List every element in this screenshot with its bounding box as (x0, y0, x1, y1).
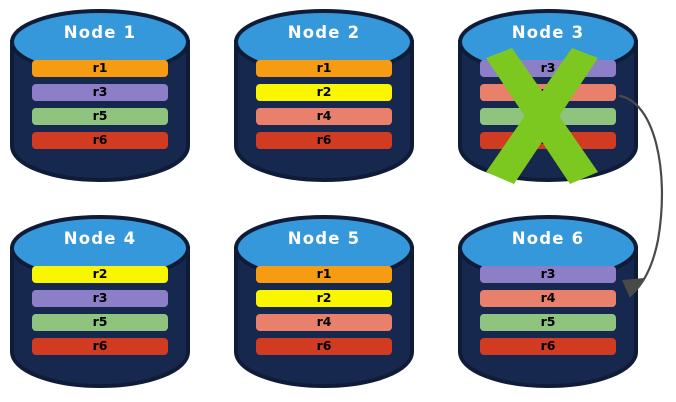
node-1-records: r1 r3 r5 r6 (32, 60, 168, 149)
node-6-records: r3 r4 r5 r6 (480, 266, 616, 355)
record-bar[interactable]: r4 (480, 290, 616, 307)
record-bar[interactable]: r3 (32, 290, 168, 307)
record-bar[interactable]: r4 (480, 84, 616, 101)
node-5[interactable]: Node 5 r1 r2 r4 r6 (232, 212, 416, 390)
node-4[interactable]: Node 4 r2 r3 r5 r6 (8, 212, 192, 390)
record-bar[interactable]: r6 (256, 132, 392, 149)
record-bar[interactable]: r3 (480, 266, 616, 283)
record-bar[interactable]: r5 (32, 314, 168, 331)
node-4-records: r2 r3 r5 r6 (32, 266, 168, 355)
record-bar[interactable]: r6 (32, 338, 168, 355)
record-bar[interactable]: r5 (480, 108, 616, 125)
record-bar[interactable]: r2 (256, 84, 392, 101)
record-bar[interactable]: r6 (480, 338, 616, 355)
record-bar[interactable]: r2 (256, 290, 392, 307)
node-5-records: r1 r2 r4 r6 (256, 266, 392, 355)
record-bar[interactable]: r4 (256, 314, 392, 331)
node-1[interactable]: Node 1 r1 r3 r5 r6 (8, 6, 192, 184)
record-bar[interactable]: r1 (256, 60, 392, 77)
record-bar[interactable]: r5 (32, 108, 168, 125)
node-3[interactable]: Node 3 r3 r4 r5 r6 (456, 6, 640, 184)
node-2[interactable]: Node 2 r1 r2 r4 r6 (232, 6, 416, 184)
record-bar[interactable]: r3 (480, 60, 616, 77)
record-bar[interactable]: r6 (32, 132, 168, 149)
record-bar[interactable]: r1 (32, 60, 168, 77)
record-bar[interactable]: r4 (256, 108, 392, 125)
record-bar[interactable]: r6 (256, 338, 392, 355)
record-bar[interactable]: r6 (480, 132, 616, 149)
node-6[interactable]: Node 6 r3 r4 r5 r6 (456, 212, 640, 390)
record-bar[interactable]: r3 (32, 84, 168, 101)
record-bar[interactable]: r5 (480, 314, 616, 331)
record-bar[interactable]: r2 (32, 266, 168, 283)
node-2-records: r1 r2 r4 r6 (256, 60, 392, 149)
record-bar[interactable]: r1 (256, 266, 392, 283)
node-3-records: r3 r4 r5 r6 (480, 60, 616, 149)
